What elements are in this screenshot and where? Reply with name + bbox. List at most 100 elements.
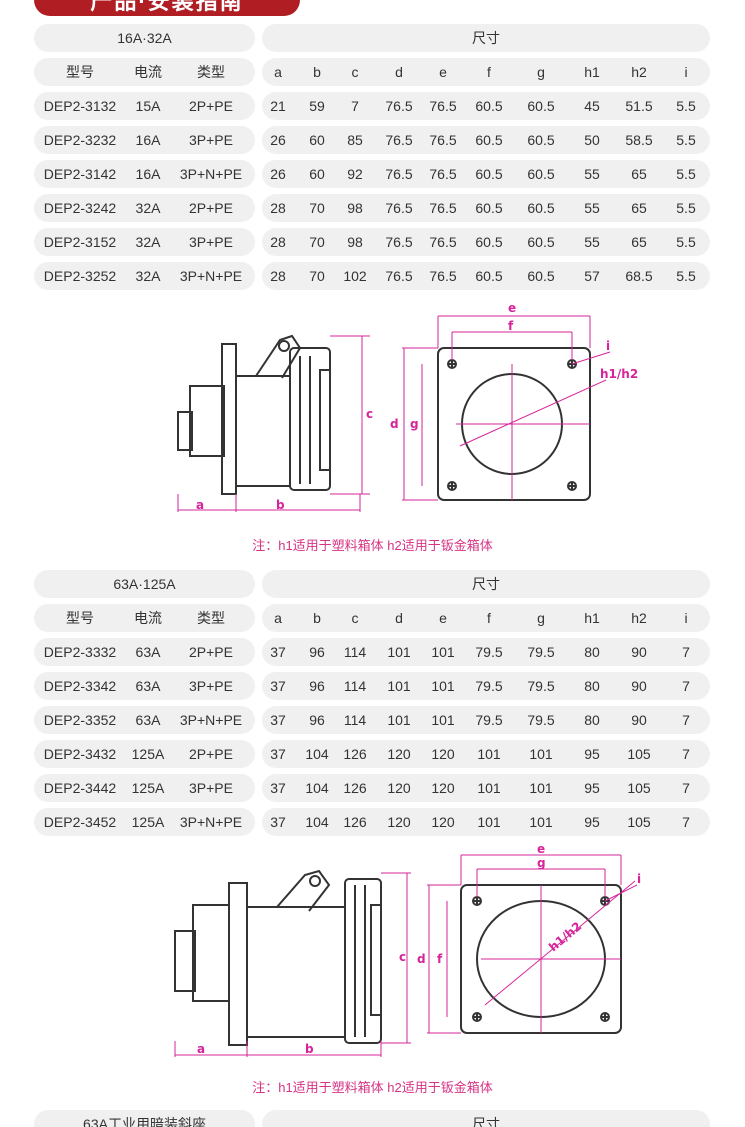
table-cell: 60 (309, 166, 325, 182)
table-cell: 95 (584, 780, 600, 796)
table-cell: 120 (387, 746, 411, 762)
table-cell: 5.5 (676, 268, 696, 284)
table-cell: 60.5 (527, 268, 555, 284)
table-cell: 7 (682, 746, 690, 762)
row-pill-right (262, 92, 710, 120)
row-pill-left (34, 706, 255, 734)
table-cell: 126 (343, 814, 367, 830)
table-cell: DEP2-3232 (43, 132, 117, 148)
table-cell: 63A (135, 712, 161, 728)
column-header: 型号 (66, 610, 94, 626)
table-cell: 37 (270, 678, 286, 694)
row-pill-right (262, 24, 710, 52)
row-pill-right (262, 706, 710, 734)
table-cell: 79.5 (475, 678, 503, 694)
table-cell: 104 (305, 780, 329, 796)
row-pill-right (262, 672, 710, 700)
table-cell: 55 (584, 166, 600, 182)
table-cell: 55 (584, 234, 600, 250)
row-pill-right (262, 808, 710, 836)
table-cell: 120 (387, 814, 411, 830)
dim-label-a: a (196, 498, 204, 512)
table-cell: 80 (584, 678, 600, 694)
group-label: 16A·32A (117, 30, 172, 46)
table-cell: 7 (682, 780, 690, 796)
column-header: h2 (631, 610, 647, 626)
row-pill-right (262, 126, 710, 154)
table-cell: 114 (343, 712, 367, 728)
table-cell: 60.5 (475, 234, 503, 250)
column-header: 类型 (197, 64, 225, 80)
table-cell: 120 (431, 780, 455, 796)
table-cell: 26 (270, 166, 286, 182)
column-header: a (274, 64, 282, 80)
row-pill-right (262, 774, 710, 802)
column-header: 类型 (197, 610, 225, 626)
table-cell: 3P+PE (189, 678, 233, 694)
table-cell: DEP2-3352 (43, 712, 117, 728)
table-cell: 79.5 (527, 712, 555, 728)
column-header: d (395, 610, 403, 626)
table-cell: 60.5 (475, 166, 503, 182)
column-header: c (351, 64, 359, 80)
table-cell: 70 (309, 234, 325, 250)
dim-label-b2: b (305, 1042, 314, 1056)
table-cell: 76.5 (429, 200, 457, 216)
table-cell: 95 (584, 746, 600, 762)
table-cell: 96 (309, 644, 325, 660)
table-cell: 3P+PE (189, 780, 233, 796)
dim-label-f2: f (437, 952, 443, 966)
table-cell: 125A (131, 780, 165, 796)
table-cell: 101 (529, 780, 553, 796)
row-pill-left (34, 228, 255, 256)
table-cell: 126 (343, 780, 367, 796)
dims-label: 尺寸 (472, 576, 500, 592)
table-cell: DEP2-3252 (43, 268, 117, 284)
table-cell: 76.5 (429, 268, 457, 284)
table-cell: 104 (305, 746, 329, 762)
table-cell: 101 (387, 712, 411, 728)
table-cell: 15A (135, 98, 161, 114)
dims-label-pill (262, 1110, 710, 1127)
table-cell: 76.5 (385, 132, 413, 148)
table-cell: 101 (431, 678, 455, 694)
table-cell: 5.5 (676, 132, 696, 148)
row-pill-left (34, 638, 255, 666)
table-cell: 80 (584, 644, 600, 660)
table-cell: 101 (431, 712, 455, 728)
table-cell: 60.5 (527, 200, 555, 216)
table-cell: 7 (682, 712, 690, 728)
table-cell: 63A (135, 678, 161, 694)
note-text-2: 注：h1适用于塑料箱体 h2适用于钣金箱体 (252, 1080, 493, 1095)
dim-label-h: h1/h2 (600, 367, 638, 381)
table-cell: 26 (270, 132, 286, 148)
table-cell: 51.5 (625, 98, 653, 114)
table-cell: 102 (343, 268, 367, 284)
table-cell: 76.5 (385, 98, 413, 114)
table-cell: 37 (270, 644, 286, 660)
table-cell: 2P+PE (189, 200, 233, 216)
column-header: c (351, 610, 359, 626)
dims-label: 尺寸 (472, 1116, 500, 1127)
table-cell: DEP2-3452 (43, 814, 117, 830)
table-cell: 28 (270, 234, 286, 250)
table-cell: 21 (270, 98, 286, 114)
table-cell: 125A (131, 814, 165, 830)
table-cell: 101 (387, 644, 411, 660)
dimension-diagram-large: a b c e g d f i h1/h2 (174, 845, 641, 1057)
table-cell: 37 (270, 712, 286, 728)
row-pill-right (262, 262, 710, 290)
row-pill-left (34, 604, 255, 632)
row-pill-right (262, 740, 710, 768)
row-pill-left (34, 126, 255, 154)
table-cell: 80 (584, 712, 600, 728)
table-cell: 3P+N+PE (179, 712, 243, 728)
table-cell: 37 (270, 814, 286, 830)
table-cell: DEP2-3342 (43, 678, 117, 694)
